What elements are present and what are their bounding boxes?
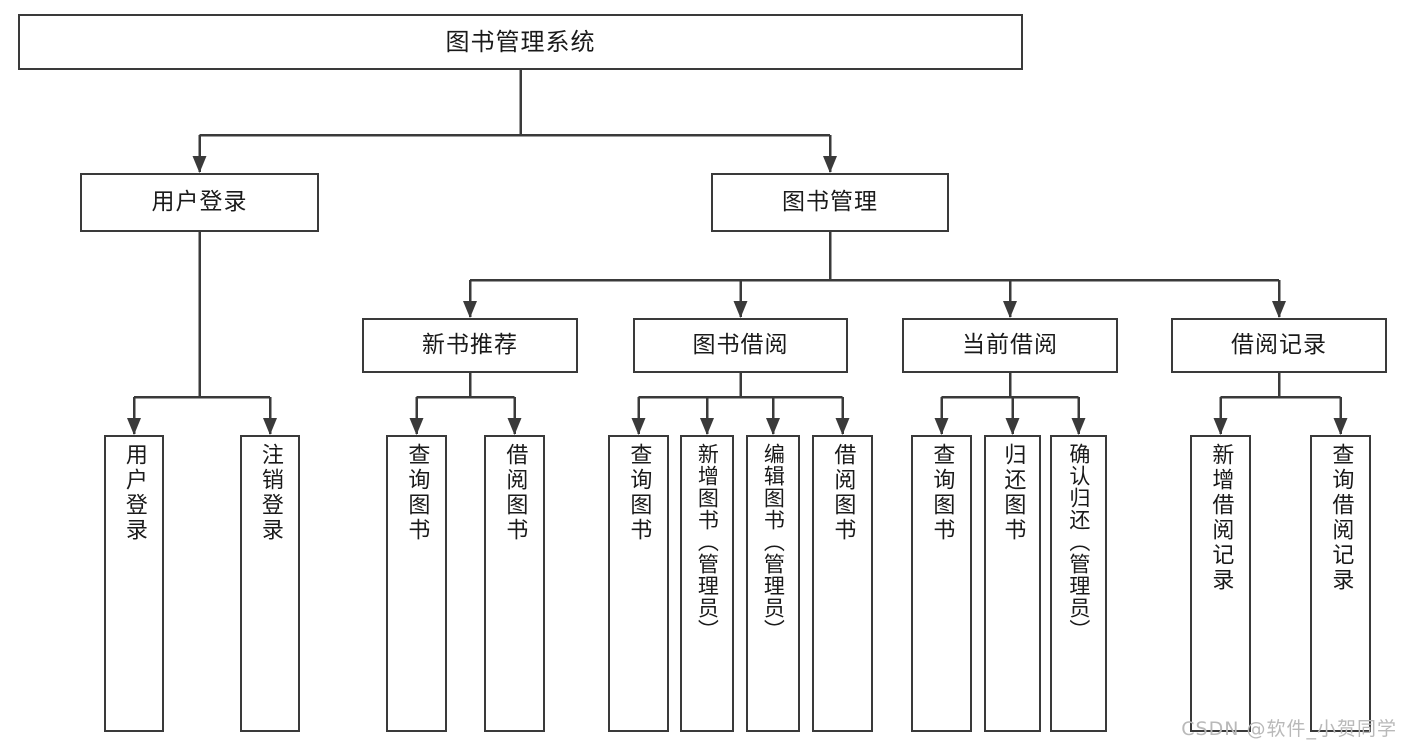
node-leaf7[interactable]: 编辑图书（管理员） [746,435,800,732]
node-label: 查询图书 [404,443,430,543]
node-login[interactable]: 用户登录 [80,173,319,232]
node-records[interactable]: 借阅记录 [1171,318,1387,373]
node-label: 新增图书（管理员） [695,443,720,641]
node-label: 查询图书 [929,443,955,543]
node-label: 借阅图书 [830,443,856,543]
node-label: 借阅记录 [1231,331,1327,358]
node-label: 归还图书 [1000,443,1026,543]
node-label: 图书管理系统 [445,27,596,56]
node-label: 编辑图书（管理员） [761,443,786,641]
node-leaf2[interactable]: 注销登录 [240,435,300,732]
node-leaf6[interactable]: 新增图书（管理员） [680,435,734,732]
node-label: 用户登录 [121,443,147,543]
node-label: 查询借阅记录 [1328,443,1354,593]
node-leaf8[interactable]: 借阅图书 [812,435,873,732]
node-current[interactable]: 当前借阅 [902,318,1118,373]
node-label: 图书借阅 [692,331,789,358]
node-leaf11[interactable]: 确认归还（管理员） [1050,435,1107,732]
node-leaf3[interactable]: 查询图书 [386,435,447,732]
node-leaf13[interactable]: 查询借阅记录 [1310,435,1371,732]
node-bookmgmt[interactable]: 图书管理 [711,173,949,232]
node-leaf12[interactable]: 新增借阅记录 [1190,435,1251,732]
node-label: 图书管理 [782,188,878,215]
node-borrow[interactable]: 图书借阅 [633,318,848,373]
node-label: 当前借阅 [962,331,1058,358]
node-newbook[interactable]: 新书推荐 [362,318,578,373]
node-label: 确认归还（管理员） [1066,443,1091,641]
node-root[interactable]: 图书管理系统 [18,14,1023,70]
watermark: CSDN @软件_小贺同学 [1181,718,1397,740]
node-label: 注销登录 [257,443,283,543]
node-leaf10[interactable]: 归还图书 [984,435,1041,732]
node-label: 新书推荐 [422,331,518,358]
node-leaf9[interactable]: 查询图书 [911,435,972,732]
node-label: 借阅图书 [502,443,528,543]
node-label: 查询图书 [626,443,652,543]
node-label: 用户登录 [151,188,248,215]
node-label: 新增借阅记录 [1208,443,1234,593]
node-leaf5[interactable]: 查询图书 [608,435,669,732]
node-leaf1[interactable]: 用户登录 [104,435,164,732]
node-leaf4[interactable]: 借阅图书 [484,435,545,732]
